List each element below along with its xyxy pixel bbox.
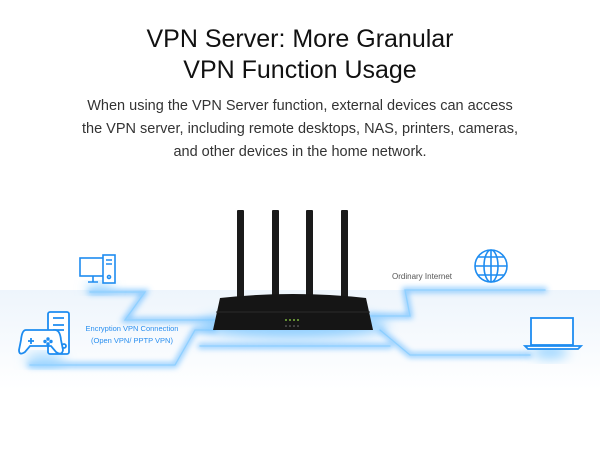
title-line-1: VPN Server: More Granular <box>146 25 454 53</box>
ordinary-internet-label: Ordinary Internet <box>392 272 453 281</box>
vpn-label-line-1: Encryption VPN Connection <box>85 324 179 333</box>
antenna <box>237 210 244 300</box>
antenna <box>341 210 348 300</box>
description-line-3: and other devices in the home network. <box>173 144 427 160</box>
antenna <box>272 210 279 300</box>
connection-lines <box>27 287 548 368</box>
antenna <box>306 210 313 300</box>
desktop-computer-icon <box>79 254 116 292</box>
title-line-2: VPN Function Usage <box>183 56 417 84</box>
vpn-connection-label: Encryption VPN Connection (Open VPN/ PPT… <box>72 323 192 347</box>
description-line-2: the VPN server, including remote desktop… <box>82 121 518 137</box>
vpn-label-line-2: (Open VPN/ PPTP VPN) <box>91 336 173 345</box>
router <box>198 210 388 339</box>
laptop-icon <box>522 317 584 358</box>
description-line-1: When using the VPN Server function, exte… <box>87 98 513 114</box>
page-title: VPN Server: More Granular VPN Function U… <box>0 24 600 86</box>
game-controller-nas-icon <box>18 311 70 365</box>
description: When using the VPN Server function, exte… <box>20 95 580 164</box>
globe-icon <box>474 249 508 283</box>
